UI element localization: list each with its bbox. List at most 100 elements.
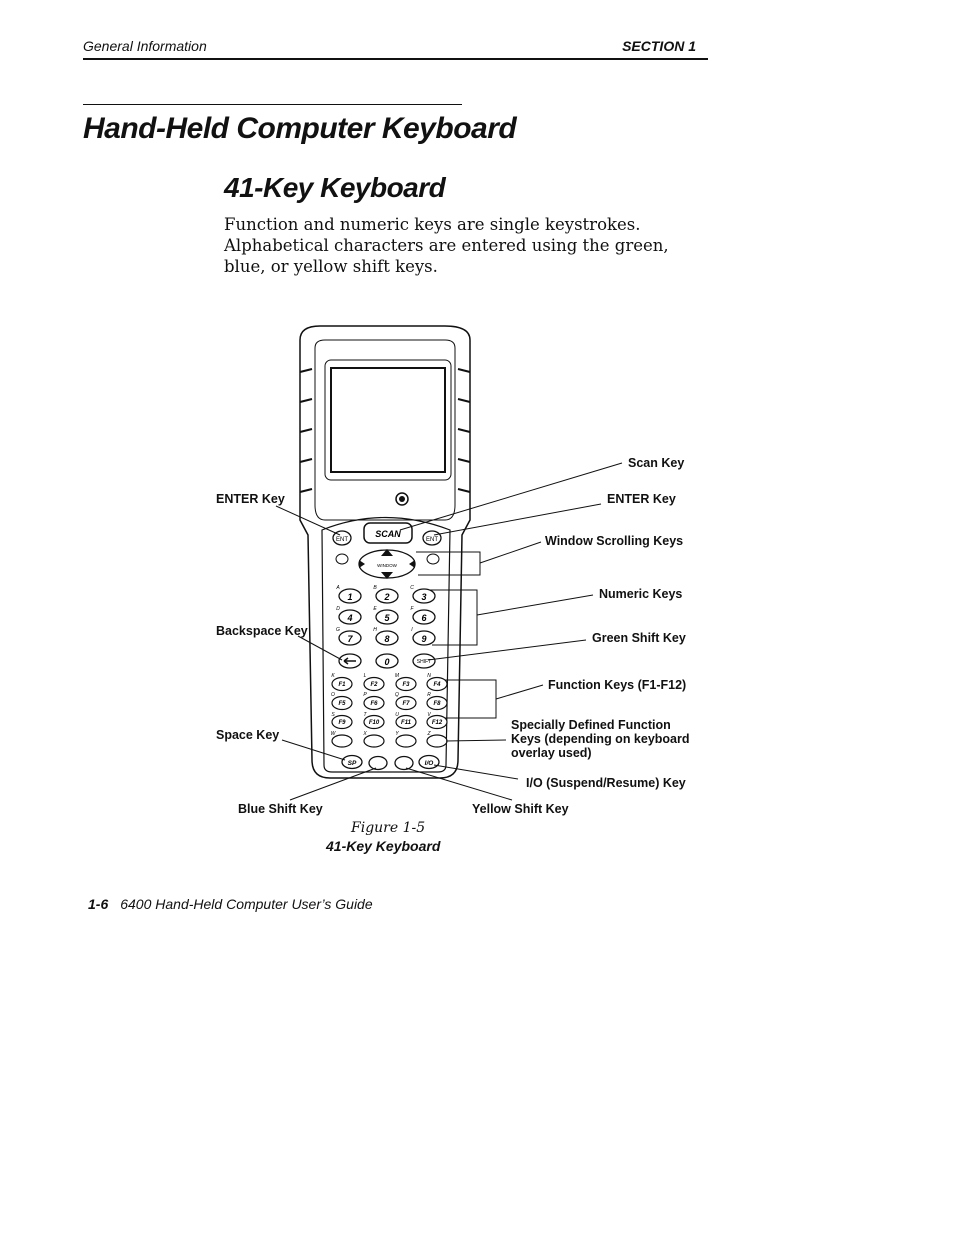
leader-space xyxy=(281,739,346,761)
key-label: 6 xyxy=(421,613,427,623)
callout-specially-defined-keys: Specially Defined Function Keys (dependi… xyxy=(511,718,690,760)
device-outline xyxy=(299,325,471,779)
leader-function xyxy=(495,684,544,700)
header-rule xyxy=(83,58,708,60)
key-label: 3 xyxy=(421,592,426,602)
key-label: Q xyxy=(395,692,399,698)
enter-key-left xyxy=(332,530,352,546)
key-label: F11 xyxy=(401,720,412,726)
key-label: 4 xyxy=(346,613,352,623)
special-key-3 xyxy=(395,734,417,748)
green-shift-key xyxy=(412,653,436,669)
leader-yellow-shift xyxy=(405,767,513,801)
key-label: 0 xyxy=(384,657,389,667)
key-label: ENT xyxy=(336,537,348,543)
leader-special xyxy=(445,739,507,742)
key-label: F2 xyxy=(370,682,378,688)
f8-key xyxy=(426,695,448,711)
figure-title: 41-Key Keyboard xyxy=(326,838,441,854)
page-title: Hand-Held Computer Keyboard xyxy=(83,112,517,145)
bracket-numeric xyxy=(430,589,478,646)
key-label: 2 xyxy=(383,592,389,602)
key-label: B xyxy=(373,585,377,591)
f9-key xyxy=(331,714,353,730)
bracket-function xyxy=(445,679,497,719)
blue-shift-key xyxy=(368,755,388,771)
section-title: 41-Key Keyboard xyxy=(224,172,446,203)
display-screen xyxy=(330,367,446,473)
key-label: U xyxy=(395,712,399,718)
page-number: 1-6 xyxy=(88,896,109,912)
callout-enter-key-right: ENTER Key xyxy=(607,492,676,506)
device-inner-outline xyxy=(314,339,456,521)
key-label: 5 xyxy=(384,613,390,623)
callout-function-keys: Function Keys (F1-F12) xyxy=(548,678,687,692)
leader-blue-shift xyxy=(289,767,377,801)
key-3 xyxy=(412,588,436,604)
space-key xyxy=(341,754,363,770)
key-label: S xyxy=(331,712,335,718)
footer-text: 6400 Hand-Held Computer User’s Guide xyxy=(120,896,373,912)
key-5 xyxy=(375,609,399,625)
key-label: T xyxy=(363,712,367,718)
key-label: F8 xyxy=(433,701,441,707)
page-footer: 1-6 6400 Hand-Held Computer User’s Guide xyxy=(88,896,373,912)
callout-scan-key: Scan Key xyxy=(628,456,685,470)
key-label: E xyxy=(373,606,377,612)
callout-space-key: Space Key xyxy=(216,728,280,742)
key-label: F3 xyxy=(402,682,410,688)
key-8 xyxy=(375,630,399,646)
key-label: H xyxy=(373,627,377,633)
key-label: D xyxy=(336,606,340,612)
key-label: G xyxy=(336,627,340,633)
key-label: SP xyxy=(348,760,357,767)
key-label: A xyxy=(335,585,340,591)
special-key-4 xyxy=(426,734,448,748)
f1-key xyxy=(331,676,353,692)
leader-io xyxy=(433,764,519,780)
yellow-shift-key xyxy=(394,755,414,771)
f4-key xyxy=(426,676,448,692)
key-4 xyxy=(338,609,362,625)
key-label: F7 xyxy=(402,701,410,707)
key-label: Y xyxy=(395,731,399,737)
key-label: 1 xyxy=(347,592,352,602)
key-label: V xyxy=(427,712,431,718)
callout-io-key: I/O (Suspend/Resume) Key xyxy=(526,776,686,790)
minus-key xyxy=(335,553,349,565)
key-label: F10 xyxy=(369,720,380,726)
key-0 xyxy=(375,653,399,669)
leader-numeric xyxy=(476,594,594,616)
f3-key xyxy=(395,676,417,692)
key-label: F1 xyxy=(338,682,346,688)
callout-blue-shift-key: Blue Shift Key xyxy=(238,802,323,816)
key-6 xyxy=(412,609,436,625)
special-key-1 xyxy=(331,734,353,748)
key-7 xyxy=(338,630,362,646)
key-label: I/O xyxy=(425,760,434,767)
key-label: F12 xyxy=(432,720,443,726)
body-paragraph: Function and numeric keys are single key… xyxy=(224,215,669,276)
key-label: O xyxy=(331,692,335,698)
special-key-2 xyxy=(363,734,385,748)
leader-green-shift xyxy=(427,639,587,661)
key-label: I xyxy=(411,627,413,633)
callout-backspace-key: Backspace Key xyxy=(216,624,308,638)
key-label: F4 xyxy=(433,682,441,688)
key-9 xyxy=(412,630,436,646)
callout-window-scrolling-keys: Window Scrolling Keys xyxy=(545,534,684,548)
f12-key xyxy=(426,714,448,730)
key-label: WINDOW xyxy=(377,563,397,568)
key-label: W xyxy=(331,731,337,737)
key-label: F9 xyxy=(338,720,346,726)
key-label: K xyxy=(331,673,335,679)
key-label: 9 xyxy=(421,634,426,644)
callout-green-shift-key: Green Shift Key xyxy=(592,631,686,645)
callout-enter-key-left: ENTER Key xyxy=(216,492,285,506)
bracket-window xyxy=(416,551,481,576)
key-label: L xyxy=(364,673,367,679)
key-label: F6 xyxy=(370,701,378,707)
key-label: X xyxy=(362,731,367,737)
key-label: P xyxy=(363,692,367,698)
